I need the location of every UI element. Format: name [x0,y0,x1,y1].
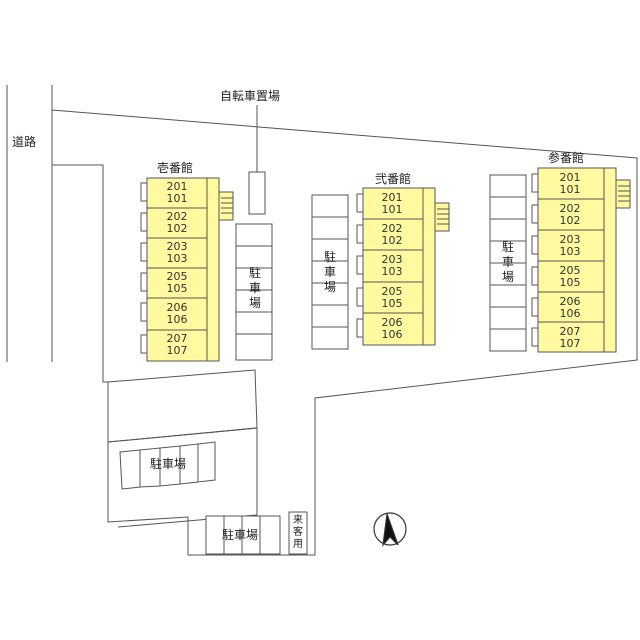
building-1 [140,177,234,362]
parking-lot-1 [235,223,273,361]
parking-label-5: 駐車場 [222,528,259,542]
parking-lot-4 [119,441,216,490]
bicycle-parking-label: 自転車置場 [220,89,281,103]
stairs-3 [615,179,631,209]
building-3 [531,167,631,353]
north-arrow-icon [373,512,407,547]
site-boundary [51,109,638,556]
building-3-name: 参番館 [548,151,585,165]
building-1-name: 壱番館 [157,161,194,175]
parking-lot-3 [489,174,527,352]
building-2 [356,187,450,346]
road-label: 道路 [12,135,37,149]
parking-label-4: 駐車場 [150,457,187,471]
stairs-1 [218,191,234,221]
parking-label-2: 駐車場 [323,250,336,294]
parking-lot-2 [311,194,349,350]
bicycle-parking-rack [248,171,266,215]
parking-lot-5 [205,511,308,555]
parking-label-3: 駐車場 [501,240,514,284]
stairs-2 [434,202,450,232]
parking-label-1: 駐車場 [248,266,261,310]
visitor-parking-label: 来客用 [293,515,303,550]
visitor-parking-space [288,511,308,555]
building-2-name: 弐番館 [375,172,412,186]
